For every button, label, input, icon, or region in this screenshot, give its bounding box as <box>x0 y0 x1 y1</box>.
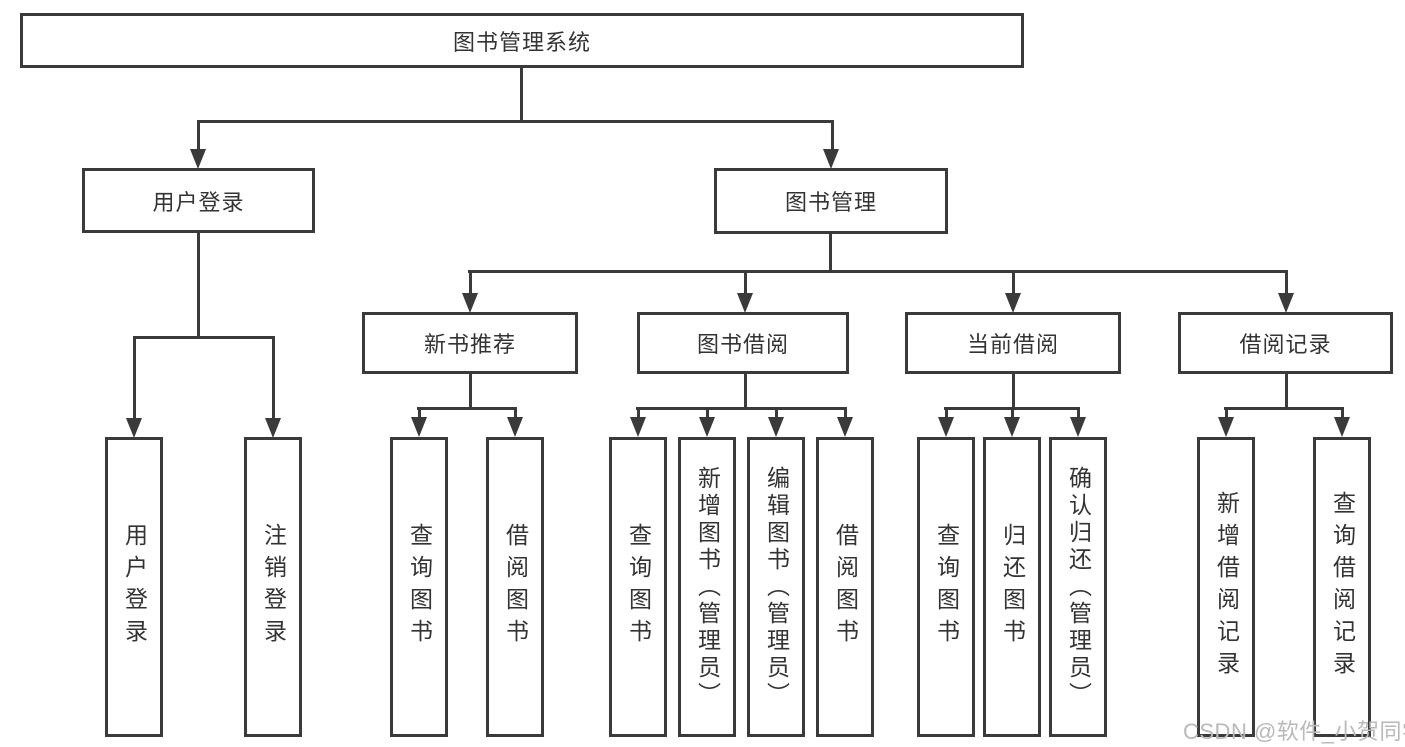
arrowhead <box>837 417 853 437</box>
connector <box>637 407 640 418</box>
node-bb-query-books: 查询图书 <box>609 437 667 737</box>
arrowhead <box>1070 417 1086 437</box>
node-current-borrowing: 当前借阅 <box>905 312 1121 374</box>
node-bb-borrow-books: 借阅图书 <box>816 437 874 737</box>
node-cb-query-books: 查询图书 <box>917 437 975 737</box>
node-book-borrowing: 图书借阅 <box>637 312 849 374</box>
connector <box>775 407 778 418</box>
connector <box>197 120 200 151</box>
arrowhead <box>737 293 753 313</box>
node-br-add-record: 新增借阅记录 <box>1197 437 1255 737</box>
node-br-query-record: 查询借阅记录 <box>1313 437 1371 737</box>
connector <box>417 407 517 410</box>
node-user-login: 用户登录 <box>82 168 315 233</box>
arrowhead <box>1218 417 1234 437</box>
connector <box>945 407 948 418</box>
node-bb-edit-books-admin: 编辑图书（管理员） <box>747 437 805 737</box>
connector <box>197 120 834 123</box>
node-login: 用户登录 <box>105 437 163 737</box>
connector <box>520 68 523 122</box>
connector <box>133 336 275 339</box>
node-nbr-borrow-books: 借阅图书 <box>486 437 544 737</box>
node-nbr-query-books: 查询图书 <box>390 437 448 737</box>
arrowhead <box>1005 293 1021 313</box>
node-library-system: 图书管理系统 <box>20 13 1024 68</box>
connector <box>469 270 472 295</box>
arrowhead <box>265 418 281 438</box>
arrowhead <box>938 417 954 437</box>
connector <box>1224 407 1344 410</box>
arrowhead <box>411 417 427 437</box>
connector <box>272 336 275 420</box>
connector <box>418 407 421 418</box>
connector <box>1285 270 1288 295</box>
connector <box>514 407 517 418</box>
node-borrowing-records: 借阅记录 <box>1178 312 1393 374</box>
connector <box>829 234 832 272</box>
connector <box>1285 374 1288 409</box>
arrowhead <box>462 293 478 313</box>
arrowhead <box>1278 293 1294 313</box>
connector <box>744 270 747 295</box>
node-cb-confirm-return-admin: 确认归还（管理员） <box>1049 437 1107 737</box>
connector <box>744 374 747 409</box>
connector <box>468 270 1287 273</box>
arrowhead <box>823 149 839 169</box>
connector <box>133 336 136 420</box>
connector <box>831 120 834 151</box>
connector <box>469 374 472 409</box>
arrowhead <box>1334 417 1350 437</box>
connector <box>706 407 709 418</box>
connector <box>1012 270 1015 295</box>
connector <box>1341 407 1344 418</box>
arrowhead <box>699 417 715 437</box>
node-logout: 注销登录 <box>244 437 302 737</box>
connector <box>844 407 847 418</box>
arrowhead <box>507 417 523 437</box>
node-new-book-recommend: 新书推荐 <box>362 312 578 374</box>
arrowhead <box>1004 417 1020 437</box>
connector <box>1077 407 1080 418</box>
node-book-management: 图书管理 <box>714 168 948 234</box>
node-cb-return-books: 归还图书 <box>983 437 1041 737</box>
arrowhead <box>126 418 142 438</box>
connector <box>1225 407 1228 418</box>
watermark: CSDN @软件_小贺同学 <box>1183 719 1405 744</box>
connector <box>636 407 847 410</box>
arrowhead <box>190 149 206 169</box>
node-bb-add-books-admin: 新增图书（管理员） <box>678 437 736 737</box>
connector <box>197 233 200 338</box>
connector <box>1011 407 1014 418</box>
connector <box>1012 374 1015 409</box>
arrowhead <box>768 417 784 437</box>
arrowhead <box>630 417 646 437</box>
